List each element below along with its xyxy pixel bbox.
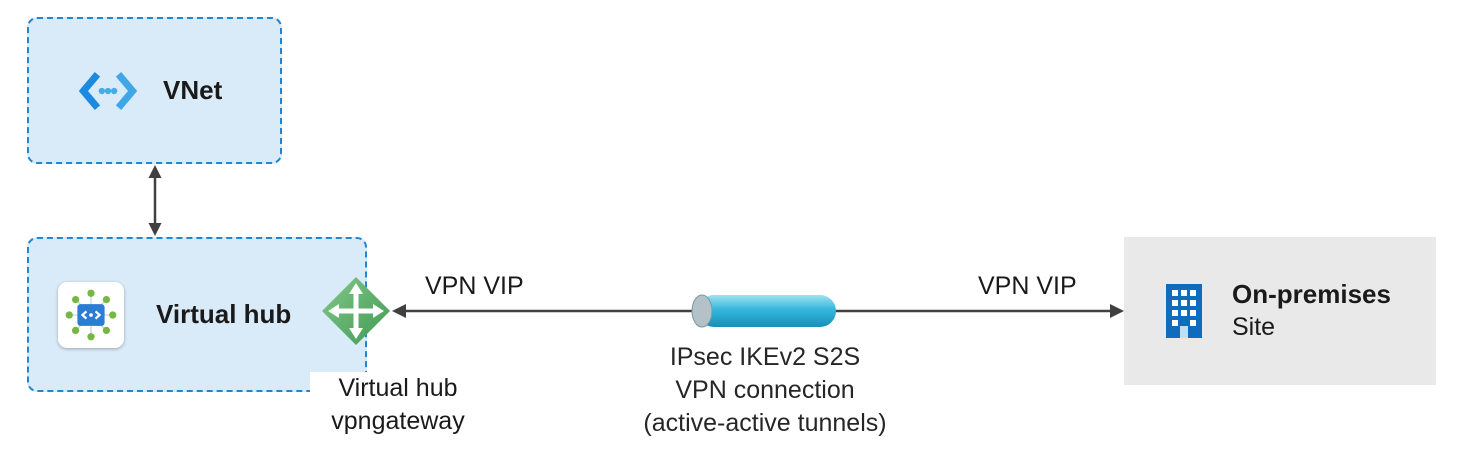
vnet-icon — [79, 71, 137, 110]
vnet-hub-arrow — [148, 165, 162, 236]
virtual-hub-label: Virtual hub — [156, 299, 292, 329]
virtual-hub-box: Virtual hub — [27, 237, 367, 392]
on-premises-title: On-premises — [1232, 279, 1391, 309]
connection-caption-line3: (active-active tunnels) — [643, 409, 887, 437]
vnet-box: VNet — [27, 17, 282, 164]
vpn-tunnel-cylinder — [691, 294, 836, 328]
building-icon — [1166, 284, 1202, 338]
vnet-label: VNet — [163, 75, 223, 105]
connection-caption-line1: IPsec IKEv2 S2S — [669, 343, 861, 371]
on-premises-box: On-premises Site — [1124, 237, 1436, 385]
gateway-label-line1: Virtual hub — [338, 374, 458, 402]
connection-caption-line2: VPN connection — [675, 376, 855, 404]
virtual-hub-icon — [58, 281, 124, 348]
vpn-gateway-icon — [322, 277, 390, 345]
connection-caption: IPsec IKEv2 S2S VPN connection (active-a… — [600, 341, 930, 440]
vpn-vip-label-right: VPN VIP — [978, 272, 1077, 300]
gateway-label: Virtual hub vpngateway — [310, 372, 486, 438]
gateway-label-line2: vpngateway — [331, 407, 465, 435]
on-premises-subtitle: Site — [1232, 313, 1276, 341]
virtual-hub-icon-glyph — [65, 289, 117, 340]
vpn-vip-label-left: VPN VIP — [425, 272, 524, 300]
